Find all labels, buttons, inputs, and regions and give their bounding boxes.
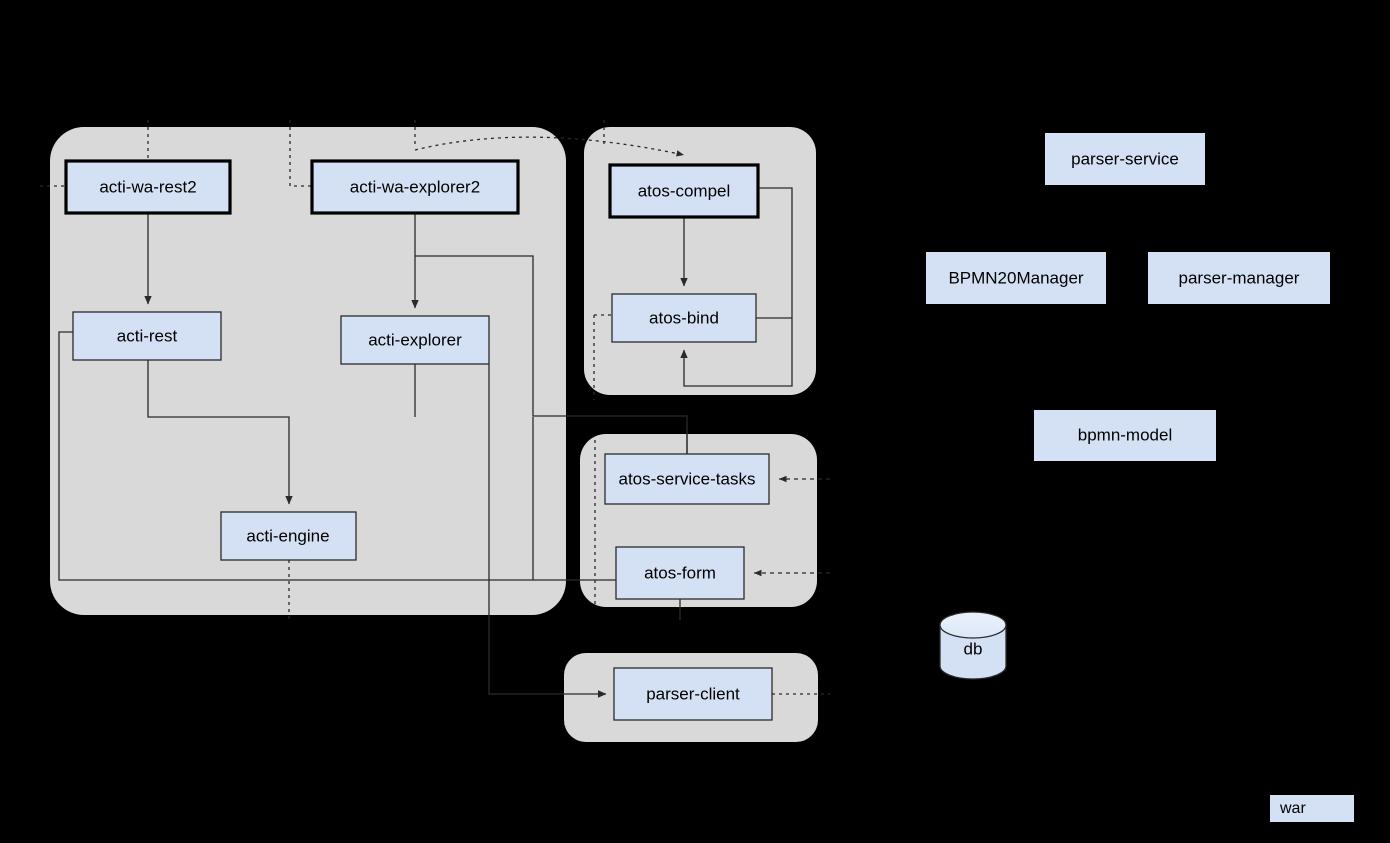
node-acti-explorer-label: acti-explorer bbox=[368, 330, 462, 349]
group-containers bbox=[50, 127, 818, 742]
node-war-label: war bbox=[1279, 800, 1306, 817]
node-acti-wa-rest2-label: acti-wa-rest2 bbox=[99, 177, 196, 196]
edge-explorer-to-parser-client bbox=[488, 364, 607, 698]
node-acti-wa-explorer2-label: acti-wa-explorer2 bbox=[350, 177, 480, 196]
edge-rest-to-engine bbox=[147, 360, 293, 505]
node-atos-form[interactable]: atos-form bbox=[615, 546, 745, 600]
node-bpmn20manager-label: BPMN20Manager bbox=[948, 268, 1083, 287]
node-parser-client[interactable]: parser-client bbox=[613, 667, 773, 721]
node-atos-service-tasks-label: atos-service-tasks bbox=[619, 469, 756, 488]
node-parser-service-label: parser-service bbox=[1071, 149, 1179, 168]
node-db[interactable]: db bbox=[939, 611, 1007, 680]
nodes: acti-wa-rest2 acti-wa-explorer2 acti-res… bbox=[64, 133, 1354, 822]
connectors bbox=[40, 120, 830, 698]
node-acti-explorer[interactable]: acti-explorer bbox=[340, 315, 490, 365]
edge-rest-to-atos-form bbox=[58, 331, 616, 581]
group-acti bbox=[50, 127, 566, 615]
edge-explorer2-to-service-tasks bbox=[415, 255, 688, 454]
node-acti-wa-rest2[interactable]: acti-wa-rest2 bbox=[64, 159, 232, 215]
node-atos-service-tasks[interactable]: atos-service-tasks bbox=[604, 453, 770, 505]
node-parser-client-label: parser-client bbox=[646, 684, 740, 703]
node-acti-rest-label: acti-rest bbox=[117, 326, 178, 345]
node-atos-compel[interactable]: atos-compel bbox=[608, 163, 760, 219]
dotted-guide-2 bbox=[289, 120, 312, 187]
node-bpmn20manager[interactable]: BPMN20Manager bbox=[926, 252, 1106, 304]
node-acti-wa-explorer2[interactable]: acti-wa-explorer2 bbox=[310, 159, 520, 215]
node-db-label: db bbox=[964, 639, 983, 658]
node-acti-rest[interactable]: acti-rest bbox=[72, 311, 222, 361]
node-atos-compel-label: atos-compel bbox=[638, 181, 731, 200]
node-bpmn-model[interactable]: bpmn-model bbox=[1034, 410, 1216, 461]
node-bpmn-model-label: bpmn-model bbox=[1078, 425, 1173, 444]
node-parser-manager[interactable]: parser-manager bbox=[1148, 252, 1330, 304]
node-atos-bind-label: atos-bind bbox=[649, 308, 719, 327]
node-parser-service[interactable]: parser-service bbox=[1045, 133, 1205, 185]
node-atos-form-label: atos-form bbox=[644, 563, 716, 582]
node-atos-bind[interactable]: atos-bind bbox=[611, 293, 757, 343]
node-acti-engine-label: acti-engine bbox=[246, 526, 329, 545]
node-parser-manager-label: parser-manager bbox=[1179, 268, 1300, 287]
node-war[interactable]: war bbox=[1270, 795, 1354, 822]
edge-compel-loop-to-bind bbox=[680, 187, 793, 387]
edge-explorer2-to-compel bbox=[414, 136, 685, 157]
node-acti-engine[interactable]: acti-engine bbox=[220, 511, 357, 561]
